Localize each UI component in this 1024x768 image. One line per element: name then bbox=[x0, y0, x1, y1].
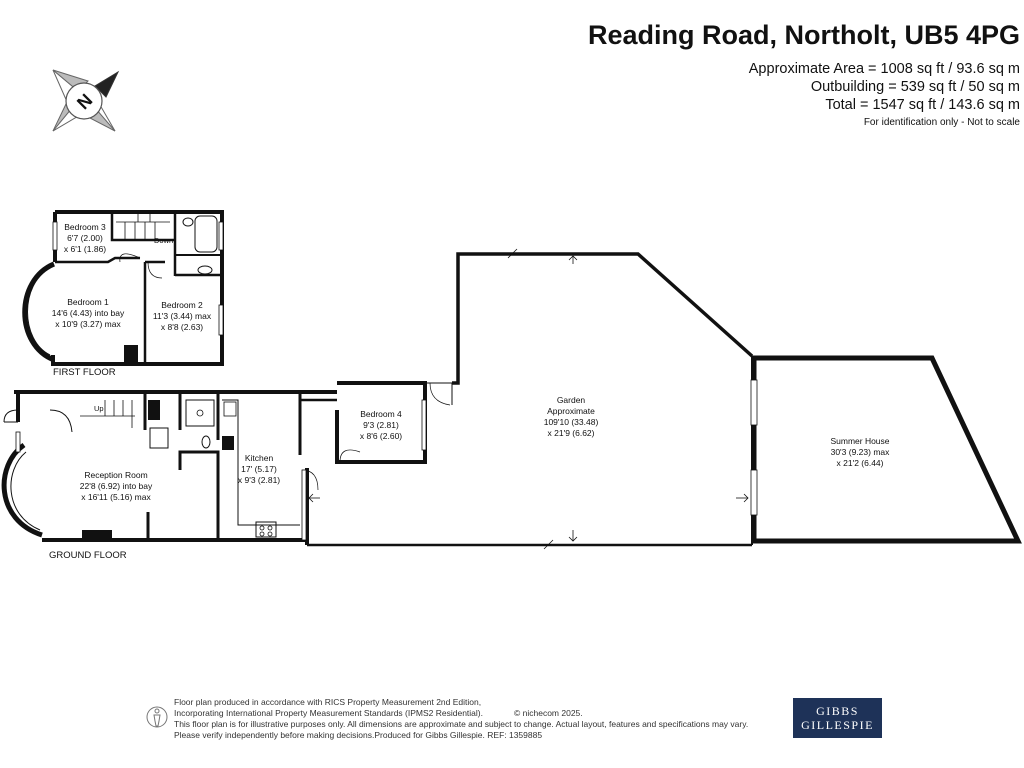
compass-icon: N bbox=[52, 69, 120, 132]
first-floor-plan bbox=[22, 210, 224, 366]
footer-line-1: Floor plan produced in accordance with R… bbox=[174, 697, 482, 707]
property-title: Reading Road, Northolt, UB5 4PG bbox=[587, 20, 1020, 50]
total-area: Total = 1547 sq ft / 143.6 sq m bbox=[825, 97, 1020, 113]
stairs-down-label: Down bbox=[154, 236, 174, 245]
person-icon bbox=[146, 706, 168, 728]
footer-line-2: Incorporating International Property Mea… bbox=[174, 708, 483, 718]
footer-line-4: Please verify independently before makin… bbox=[174, 730, 543, 740]
footer-disclaimer: Floor plan produced in accordance with R… bbox=[174, 697, 748, 741]
area-summary: Approximate Area = 1008 sq ft / 93.6 sq … bbox=[749, 60, 1020, 114]
garden-outline bbox=[308, 248, 754, 550]
gibbs-gillespie-logo: GIBBS GILLESPIE bbox=[793, 698, 882, 738]
copyright-text: © nichecom 2025. bbox=[514, 708, 583, 718]
approximate-area: Approximate Area = 1008 sq ft / 93.6 sq … bbox=[748, 61, 1020, 77]
outbuilding-area: Outbuilding = 539 sq ft / 50 sq m bbox=[810, 79, 1020, 95]
summer-house-outline bbox=[750, 355, 1022, 544]
ground-floor-plan bbox=[1, 381, 752, 547]
footer-line-3: This floor plan is for illustrative purp… bbox=[174, 719, 749, 729]
identification-note: For identification only - Not to scale bbox=[863, 117, 1020, 128]
first-floor-label: FIRST FLOOR bbox=[53, 367, 116, 378]
ground-floor-label: GROUND FLOOR bbox=[49, 550, 127, 561]
stairs-up-label: Up bbox=[94, 404, 104, 413]
